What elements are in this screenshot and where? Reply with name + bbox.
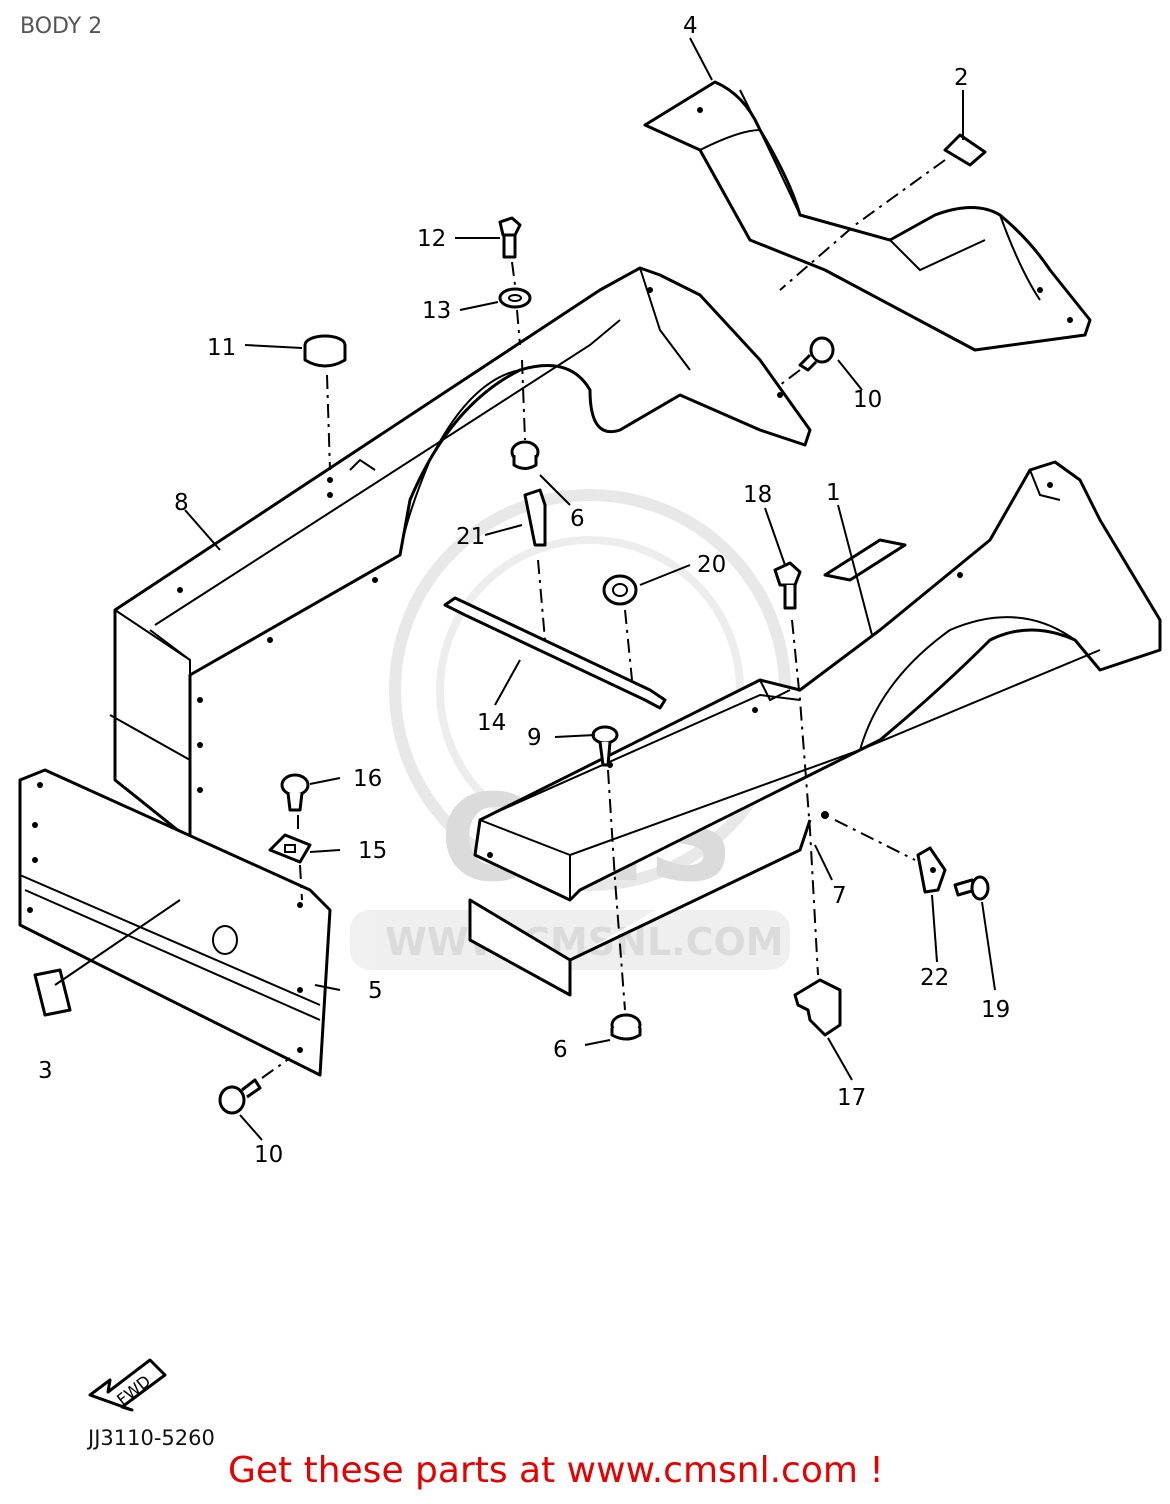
callout-10-bottom: 10: [254, 1142, 283, 1168]
part-5-rear-cover[interactable]: [18, 768, 332, 1077]
callout-18: 18: [743, 482, 772, 508]
part-12-bolt[interactable]: [498, 216, 522, 259]
leader-21: [537, 559, 546, 641]
leader-20: [624, 609, 633, 681]
leader-22: [834, 819, 916, 861]
part-6-grommet-bottom[interactable]: [610, 1013, 642, 1041]
part-7-right-body-panel[interactable]: [468, 460, 1162, 997]
part-18-bolt[interactable]: [773, 561, 802, 610]
part-16-fastener[interactable]: [280, 773, 310, 812]
callout-20: 20: [697, 552, 726, 578]
diagram-code: JJ3110-5260: [88, 1426, 215, 1450]
part-15-nut-plate[interactable]: [268, 833, 312, 864]
part-20-grommet[interactable]: [602, 574, 638, 606]
callout-7: 7: [832, 883, 847, 909]
callout-10-top: 10: [853, 387, 882, 413]
part-10-clip-bottom[interactable]: [218, 1078, 262, 1115]
part-14-stay[interactable]: [443, 596, 667, 710]
leader-3: [54, 899, 181, 986]
watermark-url: WWW.CMSNL.COM: [385, 920, 784, 964]
callout-22: 22: [920, 965, 949, 991]
part-17-bracket[interactable]: [793, 978, 842, 1037]
callout-1: 1: [826, 480, 841, 506]
callout-3: 3: [38, 1058, 53, 1084]
callout-13: 13: [422, 298, 451, 324]
callout-leaders: [184, 37, 996, 1141]
fwd-direction-arrow: FWD: [88, 1358, 167, 1412]
leader-6-top: [521, 359, 526, 441]
callout-9: 9: [527, 725, 542, 751]
leader-18-17: [791, 619, 819, 976]
callout-11: 11: [207, 335, 236, 361]
callout-5: 5: [368, 978, 383, 1004]
callout-14: 14: [477, 710, 506, 736]
callout-12: 12: [417, 226, 446, 252]
leader-6-bottom: [607, 769, 626, 1011]
leader-15-16: [297, 815, 303, 901]
part-19-screw[interactable]: [953, 875, 990, 901]
callout-6-bottom: 6: [553, 1037, 568, 1063]
callout-21: 21: [456, 524, 485, 550]
leader-11: [326, 374, 331, 471]
part-22-bracket[interactable]: [916, 846, 947, 894]
callout-numbers: 1 2 3 4 5 6 6 7 8 9 10 10 11 12 13 14 15…: [38, 13, 1010, 1168]
promo-link[interactable]: Get these parts at www.cmsnl.com !: [228, 1450, 884, 1491]
part-8-left-body-panel[interactable]: [109, 266, 812, 842]
callout-17: 17: [837, 1085, 866, 1111]
part-11-cap[interactable]: [303, 334, 347, 368]
part-13-washer[interactable]: [498, 287, 532, 309]
callout-16: 16: [353, 766, 382, 792]
leader-10-top: [779, 369, 801, 386]
part-3-label[interactable]: [33, 968, 72, 1017]
leader-10-bottom: [261, 1057, 291, 1079]
part-21-clip[interactable]: [523, 488, 547, 547]
part-6-grommet-top[interactable]: [510, 440, 540, 470]
callout-2: 2: [954, 65, 969, 91]
page-title: BODY 2: [20, 14, 103, 39]
part-4-fender-liner[interactable]: [643, 80, 1092, 352]
leader-2: [779, 159, 946, 291]
part-1-decal[interactable]: [823, 538, 907, 582]
callout-6-top: 6: [570, 506, 585, 532]
part-2-label[interactable]: [943, 133, 987, 167]
callout-8: 8: [174, 490, 189, 516]
part-10-clip-top[interactable]: [798, 336, 835, 372]
callout-4: 4: [683, 13, 698, 39]
callout-19: 19: [981, 997, 1010, 1023]
leader-12-13: [511, 261, 521, 346]
callout-15: 15: [358, 838, 387, 864]
